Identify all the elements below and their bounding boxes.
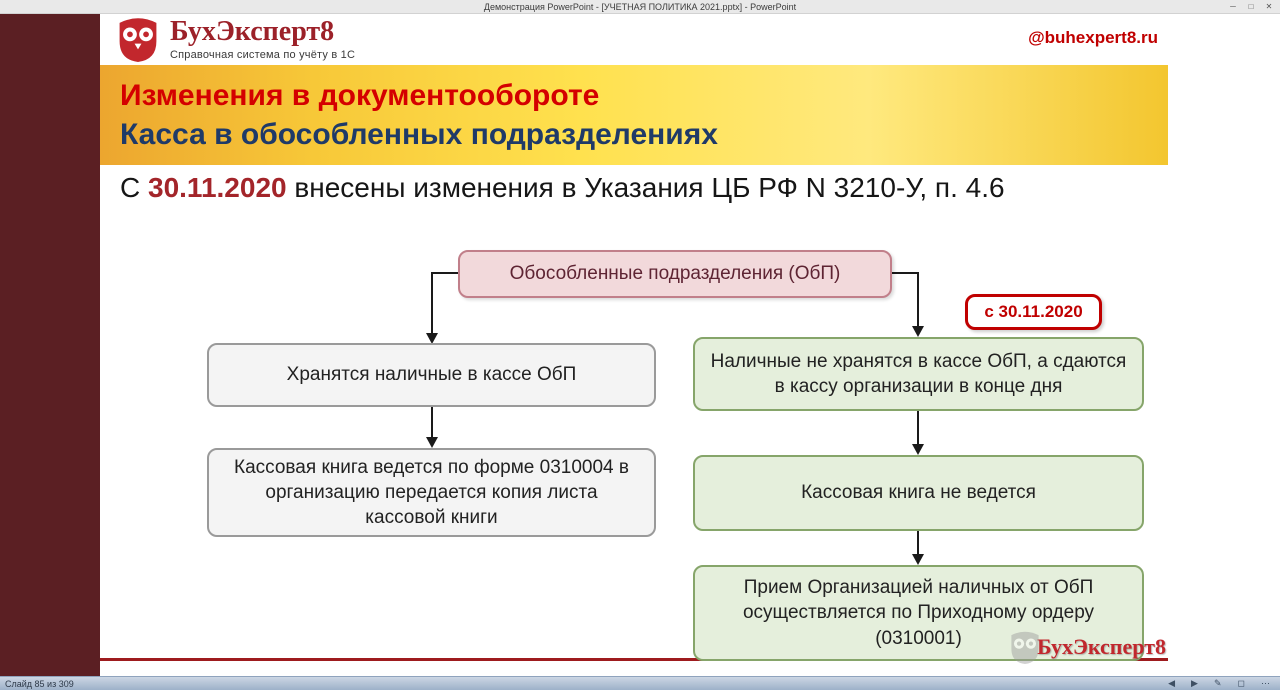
arrowhead-right-mid (912, 444, 924, 455)
flowchart-right-box-1: Наличные не хранятся в кассе ОбП, а сдаю… (693, 337, 1144, 411)
window-controls: ─ □ ✕ (1224, 0, 1278, 13)
social-handle: @buhexpert8.ru (1028, 28, 1158, 47)
see-all-slides-icon[interactable]: ◻ (1237, 678, 1245, 688)
window-title: Демонстрация PowerPoint - [УЧЕТНАЯ ПОЛИТ… (483, 1, 797, 12)
statement-suffix: внесены изменения в Указания ЦБ РФ N 321… (286, 172, 1005, 203)
brand-text-block: БухЭксперт8 Справочная система по учёту … (170, 16, 355, 61)
arrowhead-left-mid (426, 437, 438, 448)
arrowhead-right-top (912, 326, 924, 337)
slideshow-controls: ◀ ▶ ✎ ◻ ⋯ (1168, 677, 1270, 690)
titlebar: Демонстрация PowerPoint - [УЧЕТНАЯ ПОЛИТ… (0, 0, 1280, 14)
previous-slide-icon[interactable]: ◀ (1168, 678, 1176, 688)
watermark: БухЭксперт8 (1007, 630, 1166, 664)
arrowhead-right-bottom (912, 554, 924, 565)
owl-logo-icon (119, 18, 157, 62)
slide-counter: Слайд 85 из 309 (5, 678, 74, 689)
brand-name: БухЭксперт8 (170, 16, 335, 47)
flowchart-right-box-3: Прием Организацией наличных от ОбП осуще… (693, 565, 1144, 661)
connector-root-to-right (892, 272, 919, 327)
statement-line: С 30.11.2020 внесены изменения в Указани… (120, 172, 1005, 204)
title-band: Изменения в документообороте Касса в обо… (100, 65, 1168, 165)
flowchart-right-box-2: Кассовая книга не ведется (693, 455, 1144, 531)
left-margin-strip (0, 14, 100, 676)
flowchart-left-box-1: Хранятся наличные в кассе ОбП (207, 343, 656, 407)
brand-tagline: Справочная система по учёту в 1С (170, 49, 356, 61)
pen-icon[interactable]: ✎ (1213, 678, 1222, 688)
watermark-owl-icon (1011, 631, 1039, 664)
bottom-red-divider (100, 658, 1168, 661)
slideshow-area: БухЭксперт8 Справочная система по учёту … (0, 14, 1280, 676)
connector-root-to-left (431, 272, 458, 334)
slide-title-line2: Касса в обособленных подразделениях (120, 118, 718, 151)
date-badge: с 30.11.2020 (965, 294, 1102, 330)
slide-canvas[interactable]: БухЭксперт8 Справочная система по учёту … (100, 14, 1168, 676)
brand-logo: БухЭксперт8 Справочная система по учёту … (114, 16, 355, 62)
next-slide-icon[interactable]: ▶ (1191, 678, 1198, 688)
statement-prefix: С (120, 172, 148, 203)
more-options-icon[interactable]: ⋯ (1261, 678, 1270, 688)
restore-button[interactable]: □ (1248, 2, 1254, 11)
slide-title-line1: Изменения в документообороте (120, 79, 600, 112)
statement-date: 30.11.2020 (148, 172, 287, 203)
flowchart-left-box-2: Кассовая книга ведется по форме 0310004 … (207, 448, 656, 537)
close-button[interactable]: ✕ (1265, 2, 1273, 11)
flowchart-root-box: Обособленные подразделения (ОбП) (458, 250, 892, 298)
watermark-text: БухЭксперт8 (1036, 634, 1166, 659)
minimize-button[interactable]: ─ (1230, 2, 1236, 11)
statusbar: Слайд 85 из 309 ◀ ▶ ✎ ◻ ⋯ (0, 676, 1280, 690)
